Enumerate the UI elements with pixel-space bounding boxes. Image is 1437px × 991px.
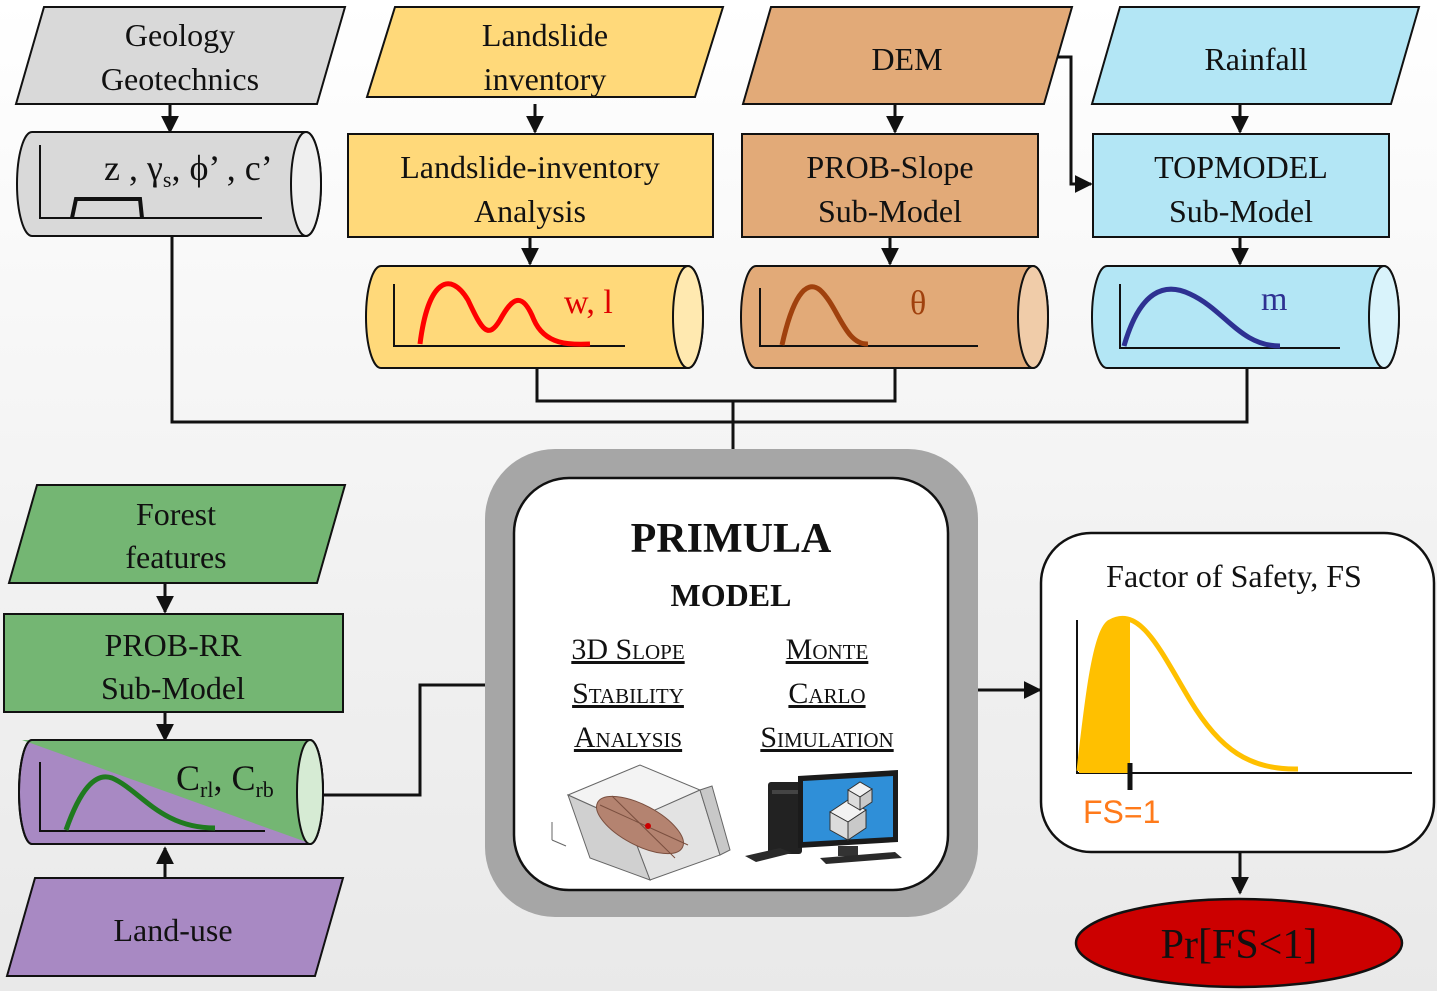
geotech-uniform-dist — [70, 197, 144, 219]
computer-dice-icon — [745, 770, 902, 864]
datastore-inventory-params: w, l — [365, 265, 704, 369]
topmodel-params-axes — [1119, 284, 1340, 349]
fs-axes — [1076, 620, 1412, 774]
topmodel-label-2: Sub-Model — [1169, 193, 1313, 229]
primula-model-block: PRIMULA MODEL 3D Slope Stability Analysi… — [485, 449, 978, 917]
slope-params-axes — [759, 288, 978, 347]
primula-right-line-2: Carlo — [788, 677, 865, 710]
topmodel-params-cylinder-body — [1091, 265, 1400, 369]
prob-slope-label-2: Sub-Model — [818, 193, 962, 229]
primula-left-column: 3D Slope Stability Analysis — [571, 633, 684, 754]
geology-label-2: Geotechnics — [101, 61, 259, 97]
inventory-label-2: inventory — [484, 61, 607, 97]
geology-label-1: Geology — [125, 17, 235, 53]
topmodel-m-curve — [1121, 286, 1281, 349]
inventory-params-label: w, l — [564, 284, 613, 321]
geotech-axes — [39, 145, 262, 219]
roots-to-primula-arrow — [323, 676, 514, 797]
inventory-label-1: Landslide — [482, 17, 608, 53]
prob-slope-box — [741, 133, 1039, 238]
inventory-analysis-label-1: Landslide-inventory — [400, 149, 659, 185]
datastore-slope-params: θ — [740, 265, 1049, 369]
prob-rr-label-2: Sub-Model — [101, 670, 245, 706]
primula-left-line-3: Analysis — [574, 721, 682, 754]
fs-distribution-curve — [1076, 615, 1299, 772]
fs-title: Factor of Safety, FS — [1106, 558, 1362, 594]
roots-params-label: Crl, Crb — [176, 758, 274, 802]
inventory-bimodal-curve — [417, 281, 591, 347]
probability-ellipse — [1074, 897, 1404, 989]
input-geology: Geology Geotechnics — [14, 6, 347, 105]
inventory-params-axes — [393, 284, 625, 347]
probability-label: Pr[FS<1] — [1161, 922, 1318, 968]
forest-label-2: features — [125, 539, 226, 575]
roots-green-triangle — [22, 740, 312, 844]
dem-to-topmodel-arrow — [1050, 55, 1093, 193]
topmodel-box — [1092, 133, 1390, 238]
connectors — [156, 55, 1249, 895]
roots-axes — [39, 762, 265, 832]
datastore-geotech-params: z , γs, ϕ’ , c’ — [16, 131, 322, 237]
primula-right-line-3: Simulation — [760, 721, 893, 754]
dem-label: DEM — [871, 41, 942, 77]
slope-params-label: θ — [910, 285, 926, 322]
inventory-analysis-box — [347, 133, 714, 238]
topmodel-label-1: TOPMODEL — [1154, 149, 1328, 185]
input-rainfall: Rainfall — [1090, 6, 1421, 105]
probability-output: Pr[FS<1] — [1074, 897, 1404, 989]
primula-subtitle: MODEL — [671, 577, 792, 613]
rainfall-label: Rainfall — [1204, 41, 1307, 77]
inventory-analysis-label-2: Analysis — [474, 193, 586, 229]
primula-title: PRIMULA — [631, 516, 832, 562]
prob-rr-label-1: PROB-RR — [105, 627, 243, 663]
prob-slope-label-1: PROB-Slope — [806, 149, 973, 185]
geotech-params-label: z , γs, ϕ’ , c’ — [104, 148, 273, 192]
dem-shape — [741, 6, 1074, 105]
primula-right-line-1: Monte — [786, 633, 869, 666]
process-topmodel: TOPMODEL Sub-Model — [1092, 133, 1390, 238]
input-dem: DEM — [741, 6, 1074, 105]
inventory-slope-join-line — [535, 368, 897, 403]
roots-curve — [63, 774, 216, 831]
landuse-label: Land-use — [113, 912, 232, 948]
input-forest-features: Forest features — [7, 484, 347, 584]
geology-shape — [14, 6, 347, 105]
slope-stability-sketch — [551, 764, 731, 881]
slope-theta-curve — [779, 284, 869, 347]
fs-failure-region — [1079, 618, 1130, 773]
process-prob-slope: PROB-Slope Sub-Model — [741, 133, 1039, 238]
forest-shape — [7, 484, 347, 584]
roots-cylinder-cap — [296, 739, 324, 845]
slope-params-cylinder-cap — [1017, 265, 1049, 369]
inventory-shape — [365, 6, 725, 98]
main-bus-line — [170, 237, 1249, 424]
topmodel-params-cylinder-cap — [1368, 265, 1400, 369]
datastore-topmodel-params: m — [1091, 265, 1400, 369]
topmodel-params-label: m — [1261, 281, 1287, 318]
geotech-cylinder-cap — [290, 131, 322, 237]
prob-rr-box — [3, 613, 344, 713]
fs-unity-label: FS=1 — [1083, 794, 1160, 830]
input-land-use: Land-use — [5, 877, 345, 977]
process-prob-rr: PROB-RR Sub-Model — [3, 613, 344, 713]
landuse-shape — [5, 877, 345, 977]
primula-right-column: Monte Carlo Simulation — [760, 633, 893, 754]
datastore-root-reinforcement: Crl, Crb — [18, 739, 324, 845]
primula-left-line-2: Stability — [572, 677, 684, 710]
input-landslide-inventory: Landslide inventory — [365, 6, 725, 98]
process-inventory-analysis: Landslide-inventory Analysis — [347, 133, 714, 238]
primula-left-line-1: 3D Slope — [571, 633, 684, 666]
fs-output-panel: Factor of Safety, FS FS=1 — [1039, 531, 1436, 854]
forest-label-1: Forest — [136, 496, 216, 532]
inventory-params-cylinder-cap — [672, 265, 704, 369]
rainfall-shape — [1090, 6, 1421, 105]
